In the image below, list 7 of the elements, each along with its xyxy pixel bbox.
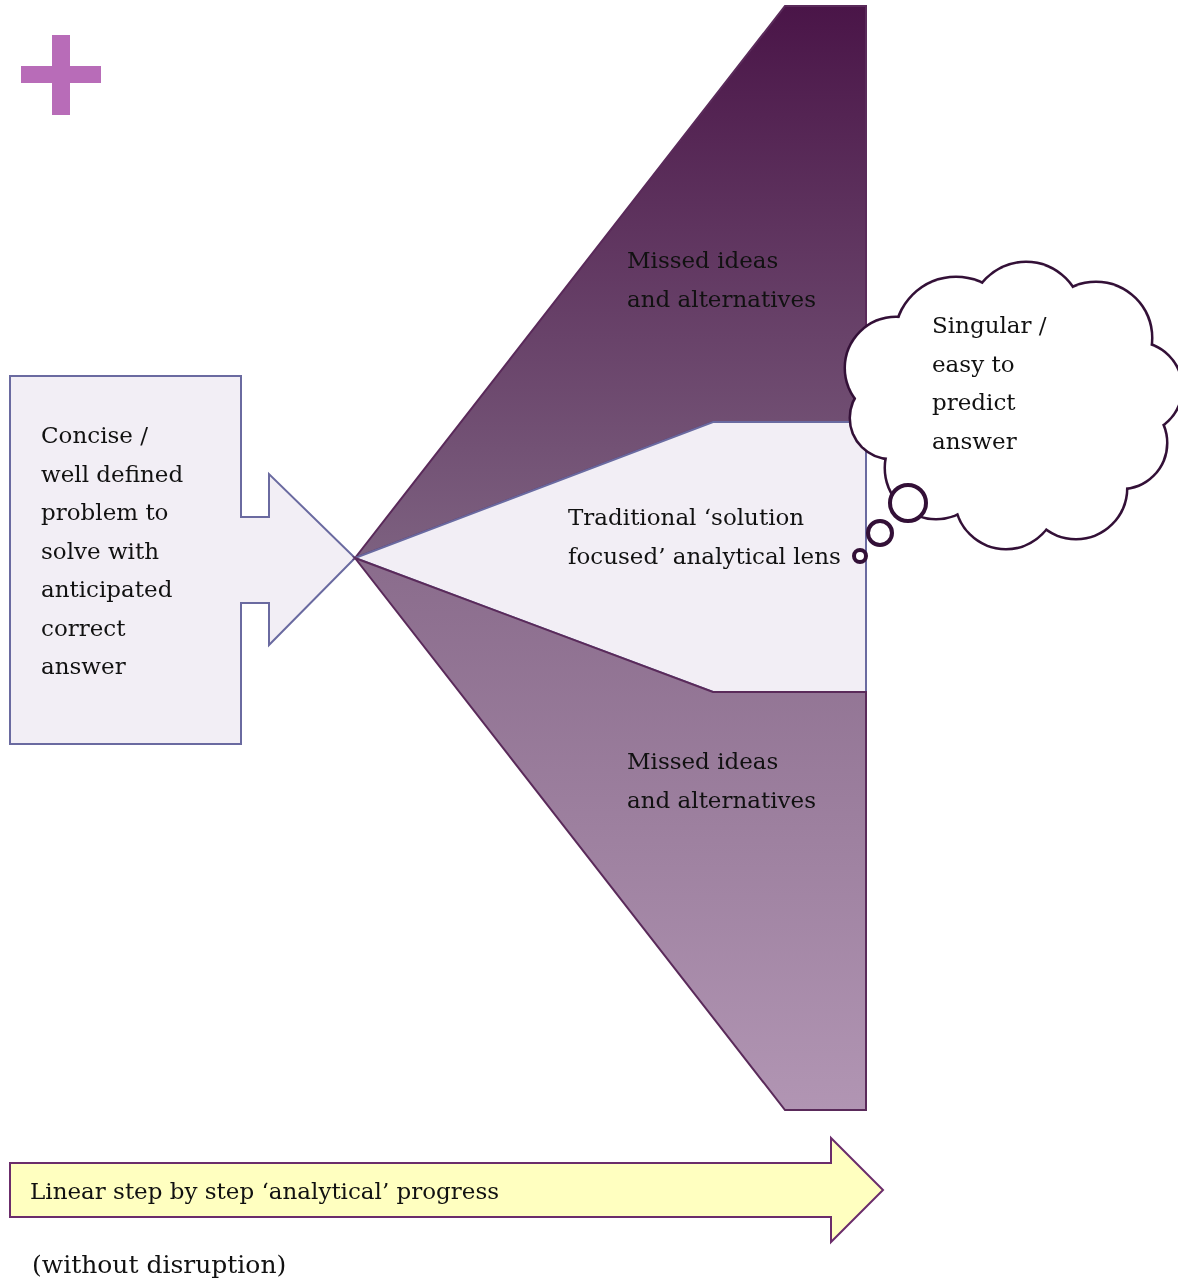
note-text: (without disruption) — [32, 1250, 287, 1279]
node-text: Singular / easy to predict answer — [932, 311, 1048, 456]
node-text: Traditional ‘solution focused’ analytical lens — [568, 503, 842, 571]
node-text: Concise / well defined problem to solve with anticipated correct answer — [41, 421, 185, 681]
node-text: Missed ideas and alternatives — [627, 747, 817, 815]
node-text: Missed ideas and alternatives — [627, 246, 817, 314]
node-text: Linear step by step ‘analytical’ progress — [30, 1177, 501, 1206]
